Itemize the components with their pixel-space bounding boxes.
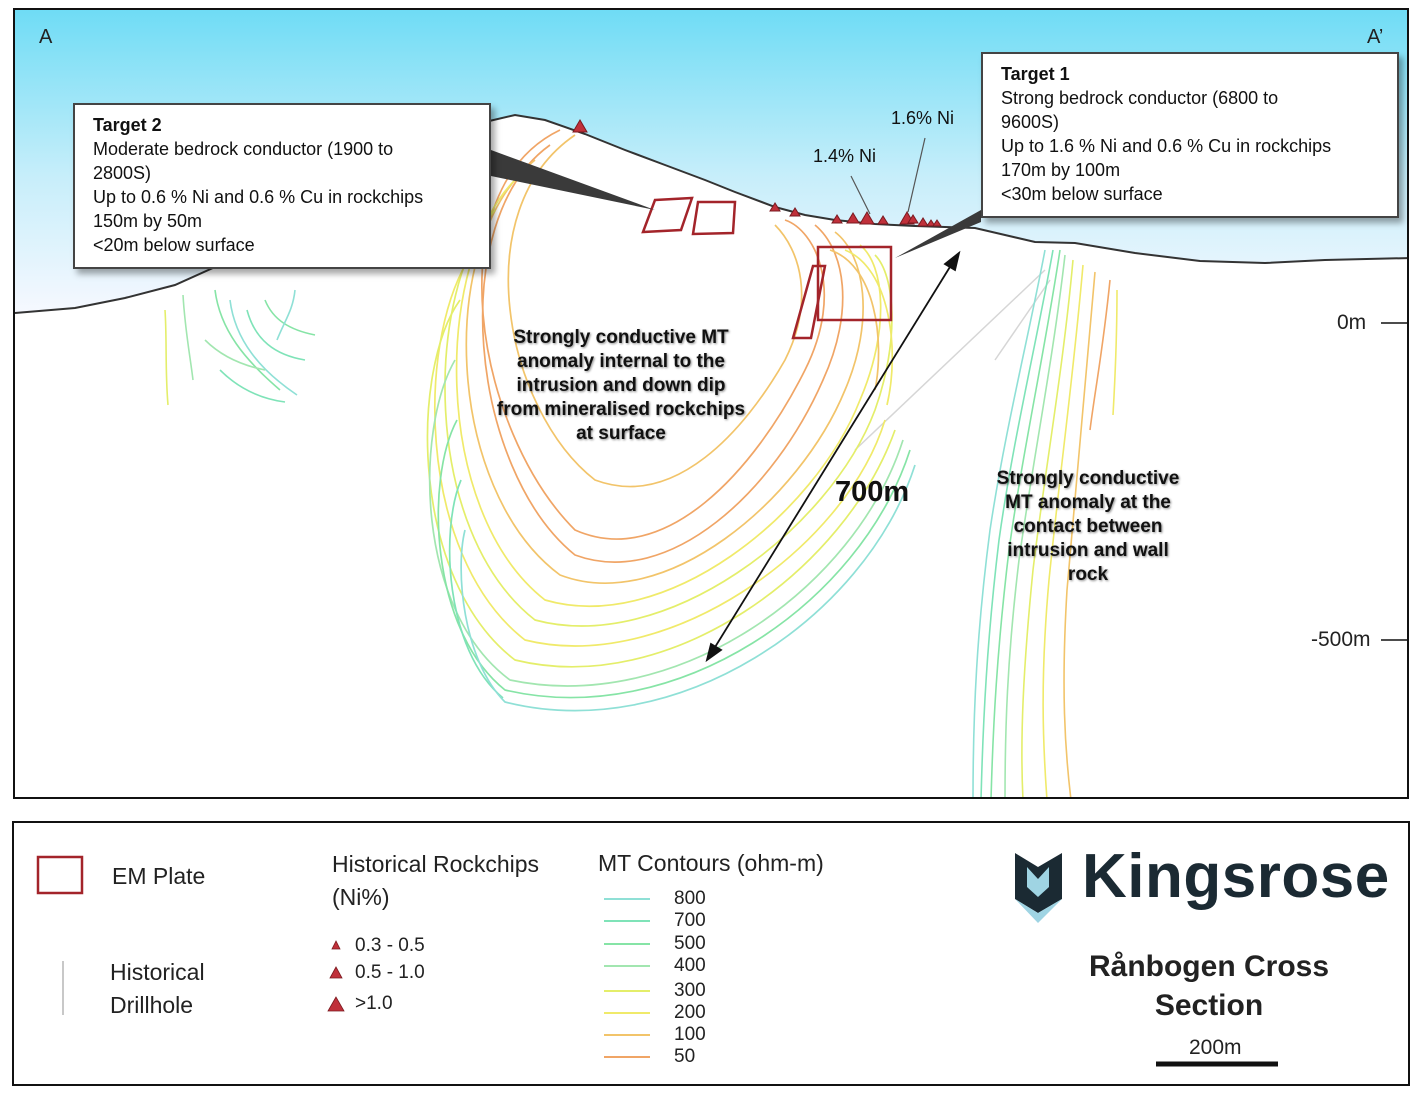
target1-line: <30m below surface — [1001, 184, 1163, 204]
legend-drillhole-line: Drillhole — [110, 992, 194, 1018]
mt-level-label: 300 — [674, 980, 706, 1001]
rockchip-class-label: 0.3 - 0.5 — [355, 935, 425, 956]
target1-line: 9600S) — [1001, 112, 1060, 132]
target1-callout-pointer — [895, 210, 981, 258]
rockchip-class-label: >1.0 — [355, 993, 393, 1014]
depth-label-0m: 0m — [1337, 311, 1367, 334]
target1-line: 170m by 100m — [1001, 160, 1121, 180]
contact-anomaly-line: contact between — [1013, 516, 1163, 537]
internal-anomaly-line: Strongly conductive MT — [513, 327, 729, 348]
mt-level-label: 50 — [674, 1046, 696, 1067]
target2-callout-pointer — [491, 150, 655, 210]
mt-contours-central — [426, 129, 916, 712]
em-plate-target1-dipping — [791, 264, 827, 340]
rockchip-samples — [572, 119, 942, 227]
rockchip-class-label: 0.5 - 1.0 — [355, 962, 425, 983]
em-plate-swatch — [36, 855, 84, 895]
ni-leader-2 — [907, 137, 926, 213]
internal-anomaly-line: at surface — [576, 423, 666, 444]
target1-line: Strong bedrock conductor (6800 to — [1001, 88, 1279, 108]
em-plate-target2-a — [641, 196, 694, 234]
kingsrose-logo-icon — [1015, 853, 1062, 923]
mt-level-label: 200 — [674, 1002, 706, 1023]
cross-section-panel: A A’ Target 2 Moderate bedrock conductor… — [13, 8, 1409, 799]
mt-level-label: 500 — [674, 933, 706, 954]
rockchip-symbol-medium — [329, 966, 343, 979]
distance-label: 700m — [835, 476, 910, 508]
map-title: Rånbogen Cross Section — [1074, 947, 1344, 1025]
target2-title: Target 2 — [93, 115, 162, 135]
contact-anomaly-line: Strongly conductive — [996, 468, 1180, 489]
legend-drillhole-line: Historical — [110, 959, 205, 985]
contact-anomaly-note: Strongly conductive MT anomaly at the co… — [983, 467, 1193, 587]
legend-em-plate-label: EM Plate — [112, 863, 206, 889]
mt-level-label: 800 — [674, 888, 706, 909]
rockchip-symbol-small — [331, 940, 341, 950]
section-end-a-prime: A’ — [1367, 26, 1384, 48]
mt-level-label: 700 — [674, 910, 706, 931]
internal-anomaly-note: Strongly conductive MT anomaly internal … — [481, 326, 761, 446]
ni-label-1: 1.4% Ni — [813, 146, 877, 166]
mt-level-label: 100 — [674, 1024, 706, 1045]
internal-anomaly-line: intrusion and down dip — [516, 375, 726, 396]
distance-arrow — [705, 250, 961, 663]
rockchip-symbol-large — [327, 996, 345, 1012]
kingsrose-brand: Kingsrose — [1082, 842, 1390, 911]
scale-label: 200m — [1189, 1036, 1242, 1059]
depth-label-500m: -500m — [1311, 628, 1371, 651]
legend-mt-title: MT Contours (ohm-m) — [598, 850, 824, 876]
mt-contours-left — [164, 289, 316, 406]
map-title-line: Section — [1154, 989, 1264, 1022]
target2-callout: Target 2 Moderate bedrock conductor (190… — [73, 103, 491, 269]
em-plates — [641, 196, 893, 340]
contact-anomaly-line: rock — [1067, 564, 1109, 585]
legend-rockchips-title: Historical Rockchips (Ni%) — [332, 848, 539, 914]
internal-anomaly-line: from mineralised rockchips — [496, 399, 746, 420]
target1-callout: Target 1 Strong bedrock conductor (6800 … — [981, 52, 1399, 218]
internal-anomaly-line: anomaly internal to the — [517, 351, 725, 372]
legend-rockchips-title-line: Historical Rockchips — [332, 851, 540, 877]
map-title-line: Rånbogen Cross — [1088, 950, 1330, 983]
target2-line: 2800S) — [93, 163, 152, 183]
target2-line: <20m below surface — [93, 235, 255, 255]
legend-panel: EM Plate Historical Drillhole Historical… — [12, 821, 1410, 1086]
contact-anomaly-line: intrusion and wall — [1007, 540, 1169, 561]
em-plate-target2-b — [691, 200, 737, 236]
target2-line: 150m by 50m — [93, 211, 203, 231]
mt-contours-right — [972, 249, 1118, 797]
mt-level-label: 400 — [674, 955, 706, 976]
ni-label-2: 1.6% Ni — [891, 108, 955, 128]
legend-rockchips-title-line: (Ni%) — [332, 884, 390, 910]
em-plate-target1-main — [816, 245, 893, 322]
target2-line: Up to 0.6 % Ni and 0.6 % Cu in rockchips — [93, 187, 424, 207]
target1-title: Target 1 — [1001, 64, 1070, 84]
historical-drillholes — [854, 269, 1051, 451]
target1-line: Up to 1.6 % Ni and 0.6 % Cu in rockchips — [1001, 136, 1332, 156]
ni-leader-1 — [850, 175, 871, 215]
target2-line: Moderate bedrock conductor (1900 to — [93, 139, 394, 159]
section-end-a: A — [39, 26, 53, 48]
contact-anomaly-line: MT anomaly at the — [1005, 492, 1171, 513]
legend-graphics — [36, 853, 1278, 1067]
legend-drillhole-label: Historical Drillhole — [110, 956, 205, 1022]
